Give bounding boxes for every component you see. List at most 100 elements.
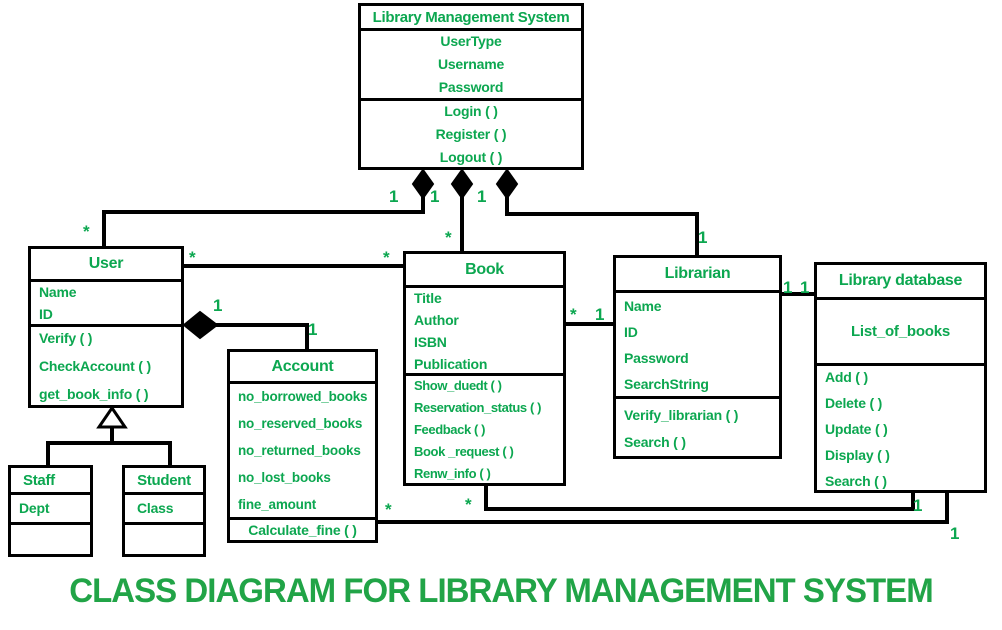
methods-section: Verify_librarian ( ) Search ( ) [616, 396, 779, 456]
attribute: Username [437, 56, 505, 72]
class-title: Book [465, 260, 504, 278]
method: Book _request ( ) [414, 443, 514, 459]
multiplicity-user-top-star: * [83, 222, 90, 241]
composition-line-user-account [214, 323, 309, 349]
class-title: Account [271, 357, 334, 375]
attribute: SearchString [624, 375, 709, 392]
method: Search ( ) [825, 473, 887, 489]
attribute: UserType [440, 33, 502, 49]
attribute: Name [39, 284, 77, 300]
class-box-library-database: Library database List_of_books Add ( ) De… [814, 262, 987, 493]
multiplicity-lib-top-1: 1 [698, 228, 708, 247]
method: get_book_info ( ) [39, 386, 149, 402]
class-title: Library Management System [372, 8, 570, 26]
class-title: Librarian [664, 265, 731, 282]
method: Add ( ) [825, 369, 868, 385]
attributes-section: no_borrowed_books no_reserved_books no_ret… [230, 381, 375, 517]
diagram-caption: CLASS DIAGRAM FOR LIBRARY MANAGEMENT SYS… [69, 572, 933, 610]
multiplicity-bl-star: * [570, 305, 577, 324]
method: Delete ( ) [825, 395, 883, 411]
composition-diamond-librarian [495, 168, 519, 200]
method: Reservation_status ( ) [414, 399, 542, 415]
generalization-branch [46, 441, 172, 465]
multiplicity-ad-star: * [385, 500, 392, 519]
attribute: Dept [19, 500, 50, 516]
composition-diamond-book [450, 168, 474, 200]
methods-section: Login ( ) Register ( ) Logout ( ) [361, 98, 581, 167]
multiplicity-lms-book-1: 1 [430, 187, 440, 206]
attributes-section: Dept [11, 492, 90, 522]
multiplicity-lms-user-1: 1 [389, 187, 399, 206]
methods-section-empty [125, 522, 203, 554]
class-box-staff: Staff Dept [8, 465, 93, 557]
methods-section-empty [11, 522, 90, 554]
multiplicity-book-top-star: * [445, 228, 452, 247]
attribute: ISBN [414, 333, 447, 350]
multiplicity-ub-left-star: * [189, 248, 196, 267]
attribute: no_lost_books [238, 470, 331, 485]
methods-section: Add ( ) Delete ( ) Update ( ) Display ( ) Se… [817, 363, 984, 490]
composition-line-lms-librarian [505, 194, 699, 255]
attribute: ID [39, 306, 53, 322]
method: Verify_librarian ( ) [624, 406, 739, 423]
association-line-account-libdb [377, 491, 949, 524]
method: Update ( ) [825, 421, 888, 437]
class-title: Student [137, 471, 191, 489]
multiplicity-ua-2: 1 [308, 320, 318, 339]
attribute: Class [137, 500, 174, 516]
generalization-triangle-icon [96, 405, 128, 429]
multiplicity-bl-1: 1 [595, 305, 605, 324]
method: Renw_info ( ) [414, 465, 491, 481]
attribute: Password [438, 79, 504, 95]
attribute: no_returned_books [238, 443, 361, 458]
attribute: List_of_books [850, 323, 951, 340]
multiplicity-bd-star: * [465, 495, 472, 514]
methods-section: Calculate_fine ( ) [230, 517, 375, 540]
method: Display ( ) [825, 447, 890, 463]
methods-section: Verify ( )CheckAccount ( )get_book_info … [31, 324, 181, 405]
attribute: ID [624, 323, 638, 340]
attribute: Author [414, 311, 459, 328]
composition-line-lms-user [102, 194, 425, 246]
attributes-section: Class [125, 492, 203, 522]
attribute: no_borrowed_books [238, 389, 368, 404]
method: Verify ( ) [39, 330, 93, 346]
class-box-account: Account no_borrowed_books no_reserved_boo… [227, 349, 378, 543]
association-line-book-libdb [484, 484, 915, 511]
class-title: User [88, 255, 124, 272]
method: Feedback ( ) [414, 421, 486, 437]
class-title: Staff [23, 471, 55, 489]
attribute: no_reserved_books [238, 416, 363, 431]
attribute: Name [624, 297, 662, 314]
multiplicity-ld-1b: 1 [800, 278, 810, 297]
multiplicity-lms-lib-1: 1 [477, 187, 487, 206]
class-title: Library database [838, 272, 963, 289]
attributes-section: List_of_books [817, 297, 984, 363]
method: Login ( ) [444, 102, 498, 119]
method: Register ( ) [435, 125, 507, 142]
method: Logout ( ) [439, 148, 503, 165]
methods-section: Show_duedt ( ) Reservation_status ( ) Feed… [406, 373, 563, 483]
composition-diamond-user [411, 168, 435, 200]
attribute: fine_amount [238, 497, 317, 512]
attribute: Title [414, 289, 442, 306]
multiplicity-bd-1: 1 [913, 496, 923, 515]
method: Calculate_fine ( ) [248, 521, 357, 538]
method: Show_duedt ( ) [414, 377, 502, 393]
multiplicity-ad-1: 1 [950, 524, 960, 543]
multiplicity-ua-1: 1 [213, 296, 223, 315]
attribute: Password [624, 349, 689, 366]
composition-diamond-account [182, 310, 219, 340]
class-box-student: Student Class [122, 465, 206, 557]
method: Search ( ) [624, 433, 686, 450]
